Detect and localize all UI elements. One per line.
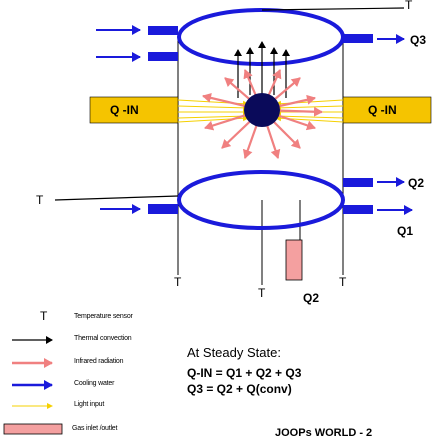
- footer-title: JOOPs WORLD - 2: [275, 427, 373, 439]
- legend-symbol-t: T: [40, 309, 48, 323]
- q2-bottom-label: Q2: [303, 291, 320, 305]
- q-in-right-label: Q -IN: [368, 103, 397, 117]
- legend-label-light: Light input: [74, 401, 105, 408]
- equation-line-2: Q3 = Q2 + Q(conv): [187, 382, 292, 396]
- q1-label: Q1: [397, 224, 414, 238]
- sensor-mark-top: T: [405, 0, 413, 12]
- q-in-right-box: [342, 96, 432, 124]
- legend-label-convection: Thermal convection: [74, 335, 132, 342]
- cylinder-walls: [177, 38, 344, 285]
- legend-symbols: [3, 336, 63, 435]
- q-in-left-label: Q -IN: [110, 103, 139, 117]
- equation-line-1: Q-IN = Q1 + Q2 + Q3: [187, 366, 302, 380]
- steady-state-heading: At Steady State:: [187, 345, 281, 360]
- legend-label-temperature: Temperature sensor: [74, 313, 133, 320]
- legend-label-radiation: Infrared radiation: [74, 358, 124, 365]
- sensor-mark-bottom-left: T: [174, 275, 182, 289]
- sensor-mark-bottom-center: T: [258, 286, 266, 300]
- sensor-lines: [54, 7, 405, 201]
- sensor-mark-left: T: [36, 193, 44, 207]
- central-source: [244, 93, 280, 127]
- q2-top-label: Q2: [408, 176, 425, 190]
- legend-label-cooling: Cooling water: [74, 380, 115, 387]
- gas-outlet: [285, 239, 303, 281]
- bottom-ring: [177, 170, 345, 230]
- q-in-left-box: [89, 96, 179, 124]
- top-ring: [177, 8, 345, 66]
- cooling-water: [96, 25, 413, 215]
- q3-label: Q3: [410, 33, 427, 47]
- sensor-mark-bottom-right: T: [339, 275, 347, 289]
- legend-label-gas: Gas inlet /outlet: [72, 425, 118, 432]
